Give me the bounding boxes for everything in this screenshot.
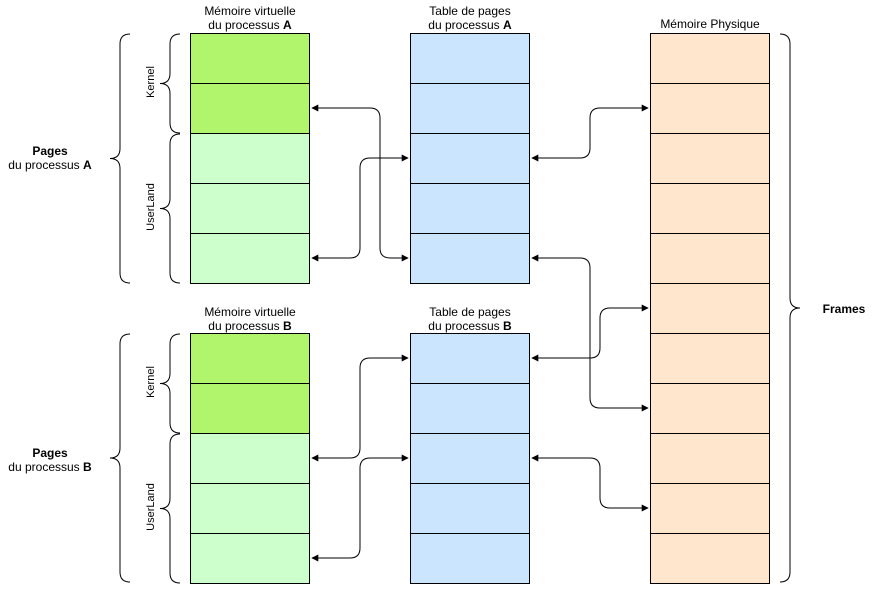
virtual-memory-b-title: Mémoire virtuelle du processus B bbox=[204, 305, 296, 333]
physical-frame-7 bbox=[650, 383, 770, 434]
pages-b-brace bbox=[109, 333, 131, 583]
userland-a-brace bbox=[159, 133, 181, 284]
arrow-pta-to-frame-7 bbox=[531, 254, 649, 412]
virtual-page-a-4 bbox=[190, 233, 310, 284]
physical-memory-title: Mémoire Physique bbox=[660, 17, 760, 31]
virtual-page-b-1 bbox=[190, 383, 310, 434]
page-table-entry-a-4 bbox=[410, 233, 530, 284]
pages-process-b-label: Pages du processus B bbox=[8, 446, 92, 474]
page-table-entry-a-2 bbox=[410, 133, 530, 184]
pages-process-a-label: Pages du processus A bbox=[8, 144, 92, 172]
virtual-page-b-3 bbox=[190, 483, 310, 534]
physical-frame-6 bbox=[650, 333, 770, 384]
page-table-entry-a-1 bbox=[410, 83, 530, 134]
virtual-page-a-1 bbox=[190, 83, 310, 134]
userland-label-b: UserLand bbox=[145, 483, 157, 531]
virtual-page-b-4 bbox=[190, 533, 310, 584]
virtual-page-a-2 bbox=[190, 133, 310, 184]
physical-frame-9 bbox=[650, 483, 770, 534]
page-table-entry-b-2 bbox=[410, 433, 530, 484]
page-table-entry-b-3 bbox=[410, 483, 530, 534]
physical-frame-2 bbox=[650, 133, 770, 184]
physical-frame-8 bbox=[650, 433, 770, 484]
page-table-b-title: Table de pages du processus B bbox=[428, 305, 512, 333]
userland-b-brace bbox=[159, 433, 181, 584]
virtual-page-b-2 bbox=[190, 433, 310, 484]
kernel-b-brace bbox=[159, 333, 181, 434]
physical-frame-3 bbox=[650, 183, 770, 234]
page-table-entry-b-1 bbox=[410, 383, 530, 434]
virtual-page-a-3 bbox=[190, 183, 310, 234]
virtual-page-b-0 bbox=[190, 333, 310, 384]
physical-frame-5 bbox=[650, 283, 770, 334]
page-table-a-title: Table de pages du processus A bbox=[428, 4, 512, 32]
arrow-va-user-to-pta bbox=[311, 154, 409, 262]
kernel-label-b: Kernel bbox=[145, 366, 157, 398]
userland-label-a: UserLand bbox=[145, 183, 157, 231]
physical-frame-4 bbox=[650, 233, 770, 284]
virtual-page-a-0 bbox=[190, 33, 310, 84]
virtual-memory-a-title: Mémoire virtuelle du processus A bbox=[204, 4, 296, 32]
arrow-vb-user3-to-ptb bbox=[311, 454, 409, 562]
page-table-entry-b-4 bbox=[410, 533, 530, 584]
page-table-entry-b-0 bbox=[410, 333, 530, 384]
arrow-ptb-to-frame-5 bbox=[531, 304, 649, 362]
physical-frame-1 bbox=[650, 83, 770, 134]
page-table-entry-a-3 bbox=[410, 183, 530, 234]
kernel-a-brace bbox=[159, 33, 181, 134]
frames-brace bbox=[779, 33, 801, 583]
kernel-label-a: Kernel bbox=[145, 66, 157, 98]
page-table-entry-a-0 bbox=[410, 33, 530, 84]
pages-a-brace bbox=[109, 33, 131, 284]
arrow-pta-to-frame-1 bbox=[531, 104, 649, 162]
physical-frame-10 bbox=[650, 533, 770, 584]
physical-frame-0 bbox=[650, 33, 770, 84]
arrow-vb-user1-to-ptb bbox=[311, 354, 409, 462]
arrow-ptb-to-frame-9 bbox=[531, 454, 649, 512]
frames-label: Frames bbox=[822, 302, 866, 316]
